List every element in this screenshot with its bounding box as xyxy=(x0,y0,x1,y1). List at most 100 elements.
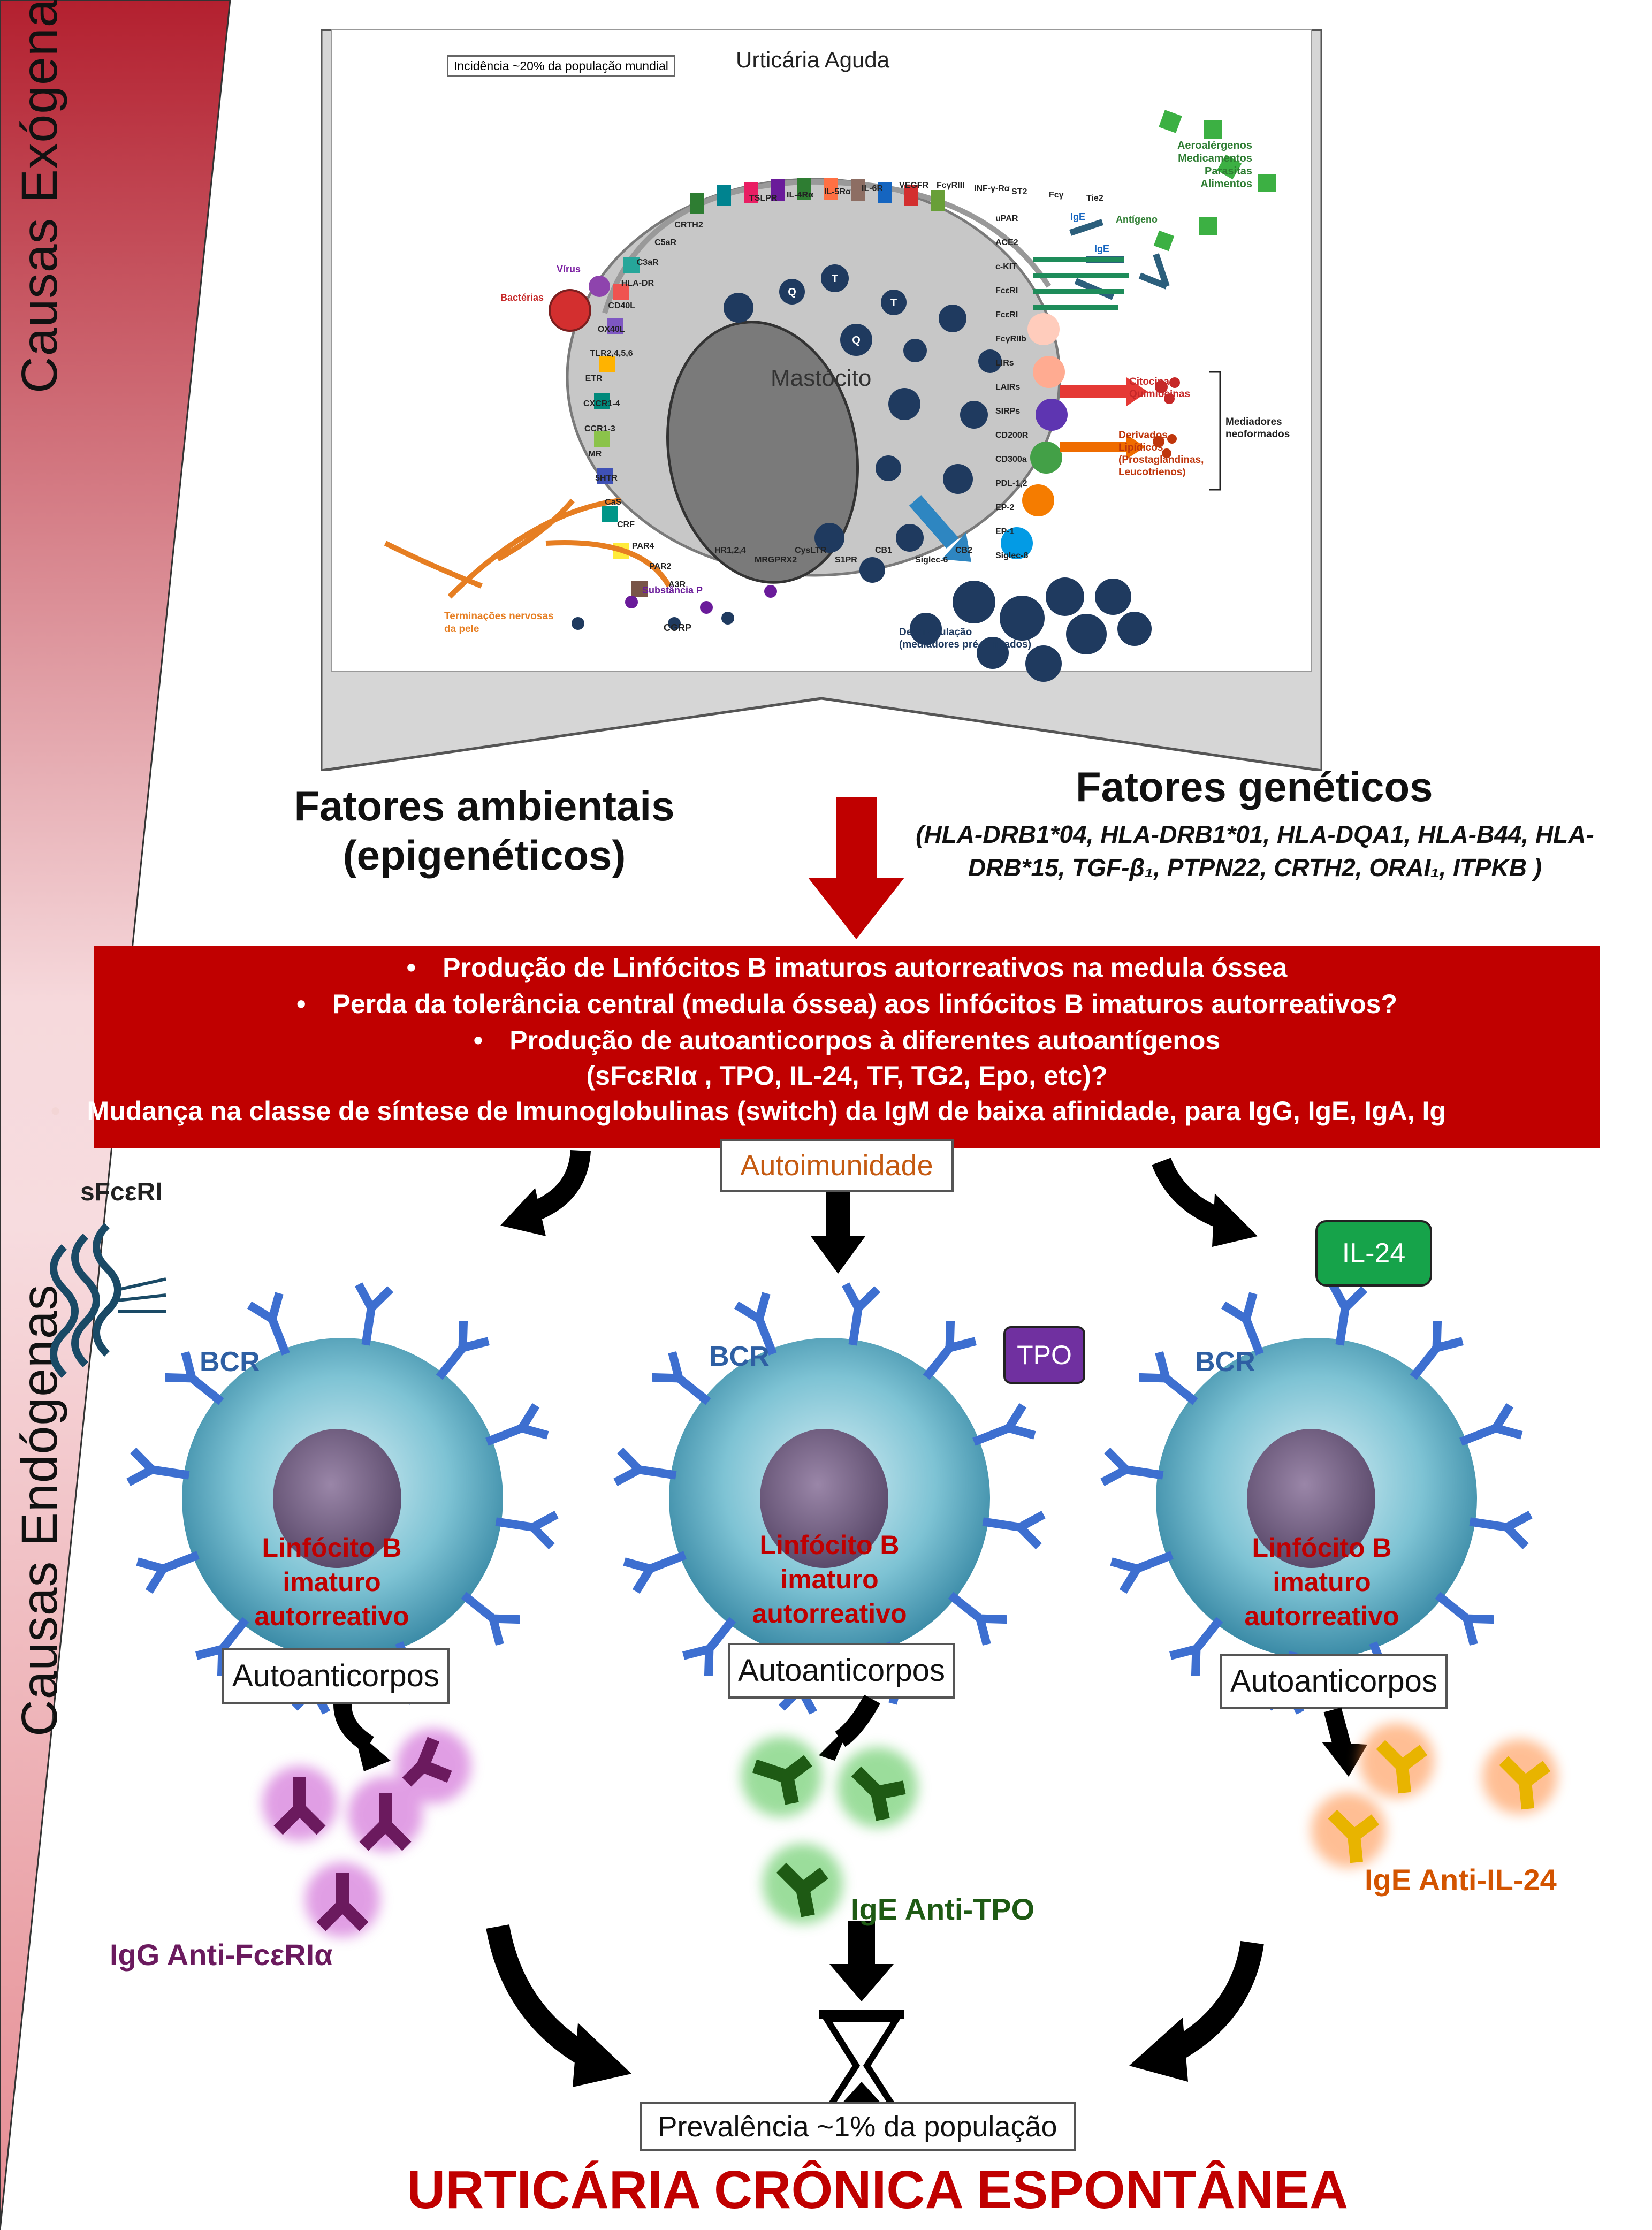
red-down-arrow xyxy=(808,797,904,939)
granule-letter-t2: T xyxy=(890,297,897,309)
receptor-label-receptors_left-7: ETR xyxy=(585,374,603,383)
receptor-label-receptors_left-12: CaS xyxy=(605,497,622,507)
bcr-spike-2-5 xyxy=(1110,1551,1174,1594)
genetic-line-1: (HLA-DRB1*04, HLA-DRB1*01, HLA-DQA1, HLA… xyxy=(916,820,1594,848)
autoantibodies-box-2: Autoanticorpos xyxy=(728,1643,955,1699)
receptor-label-receptors_top-0: TSLPR xyxy=(749,194,778,203)
genetic-factors-list: (HLA-DRB1*04, HLA-DRB1*01, HLA-DQA1, HLA… xyxy=(878,818,1632,884)
bcr-spike-1-4 xyxy=(682,1617,736,1676)
prevalence-box: Prevalência ~1% da população xyxy=(640,2102,1076,2151)
bcr-spike-0-7 xyxy=(165,1351,224,1405)
receptor-label-receptors_bottom-0: HR1,2,4 xyxy=(714,546,746,555)
trigger-parasites: Parasitas xyxy=(1205,165,1252,177)
receptor-label-receptors_right-1: ACE2 xyxy=(995,238,1018,247)
autoantibodies-box-1: Autoanticorpos xyxy=(222,1648,450,1704)
receptor-label-receptors_top-5: FcγRIII xyxy=(937,181,965,190)
granules xyxy=(724,264,1152,682)
receptor-label-receptors_right-2: c-KIT xyxy=(995,262,1017,271)
receptor-label-receptors_left-2: C3aR xyxy=(636,257,659,267)
receptor-label-receptors_right-8: SIRPs xyxy=(995,407,1021,416)
ige-il24-antibodies xyxy=(1311,1723,1557,1868)
receptor-label-receptors_left-11: 5HTR xyxy=(595,474,618,483)
bcr-spike-1-7 xyxy=(652,1351,711,1405)
sfceri-receptor-icon xyxy=(50,1223,166,1378)
autoimmunity-box: Autoimunidade xyxy=(720,1139,954,1192)
receptor-label-receptors_right-5: FcγRIIb xyxy=(995,334,1026,344)
receptor-label-receptors_left-16: A3R xyxy=(668,580,686,590)
bcr-spike-2-4 xyxy=(1169,1617,1223,1676)
environmental-line-2: (epigenéticos) xyxy=(342,832,626,879)
receptor-label-receptors_top-1: IL-4Rα xyxy=(787,191,813,200)
b-cell-3-name-3: autorreativo xyxy=(1244,1601,1399,1631)
bcr-spike-2-8 xyxy=(1221,1292,1264,1356)
bcr-spike-1-8 xyxy=(734,1292,777,1356)
receptor-label-receptors_right-9: CD200R xyxy=(995,431,1029,440)
receptor-label-receptors_right-6: LIRs xyxy=(995,359,1014,368)
receptor-label-receptors_left-8: CXCR1-4 xyxy=(583,399,620,408)
receptor-label-receptors_bottom-5: Siglec-6 xyxy=(915,555,948,565)
acute-urticaria-title: Urticária Aguda xyxy=(736,47,890,72)
neoformed-label: Mediadores neoformados xyxy=(1225,416,1290,440)
receptor-label-receptors_bottom-1: MRGPRX2 xyxy=(755,555,797,565)
lipids-line-2: Lipídicos xyxy=(1118,442,1163,453)
autoantibodies-label-2: Autoanticorpos xyxy=(738,1653,945,1688)
granule-letter-q2: Q xyxy=(852,334,861,346)
b-cell-3-art xyxy=(1156,1338,1477,1659)
receptor-label-receptors_top-6: INF-γ-Rα xyxy=(974,184,1010,193)
receptor-label-receptors_right-7: LAIRs xyxy=(995,383,1021,392)
nerves-line-1: Terminações nervosas xyxy=(444,611,554,622)
bcr-spike-1-1 xyxy=(948,1592,1007,1646)
granule-letter-t1: T xyxy=(832,273,838,285)
bcr-spike-2-11 xyxy=(1459,1403,1523,1446)
receptor-label-receptors_left-4: CD40L xyxy=(608,301,635,310)
mast-cell-panel: Q T T Q xyxy=(321,29,1322,771)
degranulation-line-2: (mediadores pré-formados) xyxy=(899,639,1032,650)
b-cell-1-name-2: imaturo xyxy=(283,1567,381,1597)
bcr-label-3: BCR xyxy=(1195,1346,1255,1377)
bcr-spike-2-6 xyxy=(1100,1447,1164,1486)
b-cell-2-name-1: Linfócito B xyxy=(759,1530,900,1560)
bcr-label-1: BCR xyxy=(200,1346,260,1377)
ige-anti-il24-label: IgE Anti-IL-24 xyxy=(1365,1863,1557,1897)
bcr-spike-0-6 xyxy=(126,1447,190,1486)
genetic-factors-title: Fatores genéticos xyxy=(1076,763,1433,810)
receptor-label-receptors_bottom-4: CB1 xyxy=(875,546,893,555)
genetic-line-2: DRB*15, TGF-β₁, PTPN22, CRTH2, ORAI₁, IT… xyxy=(968,854,1542,881)
prevalence-label: Prevalência ~1% da população xyxy=(658,2111,1057,2143)
lipids-line-4: Leucotrienos) xyxy=(1118,467,1186,478)
sfceri-label: sFcεRI xyxy=(80,1178,163,1206)
ige-anti-tpo-label: IgE Anti-TPO xyxy=(851,1892,1035,1926)
lipids-line-3: (Prostaglandinas, xyxy=(1118,454,1204,466)
substance-p-label: Substância P xyxy=(642,585,703,596)
b-cell-1-name-1: Linfócito B xyxy=(262,1533,402,1563)
trigger-drugs: Medicamentos xyxy=(1178,153,1252,164)
receptor-label-receptors_right-10: CD300a xyxy=(995,455,1027,464)
granule-letter-q1: Q xyxy=(788,286,796,298)
receptor-glyphs xyxy=(594,178,1068,597)
receptor-label-receptors_right-11: PDL-1,2 xyxy=(995,479,1027,488)
nerves-label: Terminações nervosas da pele xyxy=(444,610,554,636)
bcr-spike-2-7 xyxy=(1139,1351,1198,1405)
mechanism-2: Perda da tolerância central (medula ósse… xyxy=(332,989,1397,1019)
b-cell-1-name-3: autorreativo xyxy=(254,1601,409,1631)
incidence-note: Incidência ~20% da população mundial xyxy=(447,55,675,77)
b-cell-3-name-1: Linfócito B xyxy=(1252,1533,1392,1563)
receptor-label-receptors_right-14: Siglec-8 xyxy=(995,551,1029,560)
bcr-spike-0-0 xyxy=(495,1511,559,1550)
receptor-label-receptors_left-10: MR xyxy=(588,449,602,459)
environmental-line-1: Fatores ambientais xyxy=(294,782,675,829)
receptor-label-receptors_top-9: Tie2 xyxy=(1086,194,1103,203)
b-cell-2-name: Linfócito B imaturo autorreativo xyxy=(717,1528,942,1631)
bcr-spike-1-0 xyxy=(982,1511,1046,1550)
ige-tpo-antibodies xyxy=(741,1737,918,1924)
bcr-spike-0-8 xyxy=(247,1292,290,1356)
receptor-label-receptors_left-14: PAR4 xyxy=(631,542,654,551)
bcr-spike-0-5 xyxy=(136,1551,200,1594)
bcr-spike-0-1 xyxy=(461,1592,520,1646)
ige-label-1: IgE xyxy=(1070,211,1086,222)
receptor-label-receptors_top-2: IL-5Rα xyxy=(824,187,851,196)
mechanism-4: Mudança na classe de síntese de Imunoglo… xyxy=(87,1096,1446,1126)
mechanism-1: Produção de Linfócitos B imaturos autorr… xyxy=(443,953,1288,983)
receptor-label-receptors_right-12: EP-2 xyxy=(995,503,1015,512)
autoantibodies-label-3: Autoanticorpos xyxy=(1230,1664,1437,1699)
